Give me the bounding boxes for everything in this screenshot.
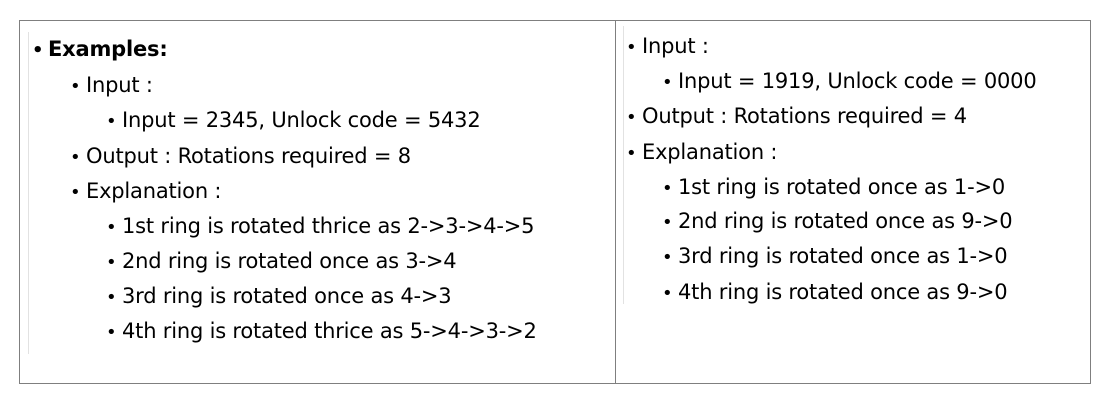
right-explanation-label-row: •Explanation :	[626, 139, 777, 167]
right-step-row: •3rd ring is rotated once as 1->0	[662, 243, 1008, 271]
left-input-detail-row: •Input = 2345, Unlock code = 5432	[106, 107, 481, 135]
right-explanation-label: Explanation :	[642, 140, 778, 164]
left-explanation-label: Explanation :	[86, 179, 222, 203]
right-output: Output : Rotations required = 4	[642, 104, 967, 128]
left-step-3: 3rd ring is rotated once as 4->3	[122, 284, 452, 308]
left-output: Output : Rotations required = 8	[86, 144, 411, 168]
bullet-icon: •	[662, 212, 673, 233]
bullet-icon: •	[106, 287, 117, 308]
bullet-icon: •	[662, 178, 673, 199]
bullet-icon: •	[662, 72, 673, 93]
left-input-detail: Input = 2345, Unlock code = 5432	[122, 108, 481, 132]
bullet-icon: •	[662, 247, 673, 268]
bullet-icon: •	[662, 283, 673, 304]
left-step-row: •1st ring is rotated thrice as 2->3->4->…	[106, 213, 535, 241]
left-output-row: •Output : Rotations required = 8	[70, 143, 411, 171]
bullet-icon: •	[106, 217, 117, 238]
left-explanation-label-row: •Explanation :	[70, 178, 221, 206]
bullet-icon: •	[70, 182, 81, 203]
right-input-label: Input :	[642, 34, 709, 58]
bullet-icon: •	[32, 40, 44, 61]
left-step-1: 1st ring is rotated thrice as 2->3->4->5	[122, 214, 535, 238]
column-divider	[615, 20, 616, 384]
right-step-row: •4th ring is rotated once as 9->0	[662, 279, 1008, 307]
bullet-icon: •	[106, 252, 117, 273]
right-input-detail-row: •Input = 1919, Unlock code = 0000	[662, 68, 1037, 96]
slide-frame	[19, 20, 1091, 384]
left-step-4: 4th ring is rotated thrice as 5->4->3->2	[122, 319, 537, 343]
left-step-row: •2nd ring is rotated once as 3->4	[106, 248, 457, 276]
right-step-2: 2nd ring is rotated once as 9->0	[678, 209, 1013, 233]
left-step-row: •4th ring is rotated thrice as 5->4->3->…	[106, 318, 537, 346]
bullet-icon: •	[626, 107, 637, 128]
right-input-detail: Input = 1919, Unlock code = 0000	[678, 69, 1037, 93]
examples-heading: Examples:	[48, 37, 168, 61]
right-step-row: •1st ring is rotated once as 1->0	[662, 174, 1005, 202]
left-step-row: •3rd ring is rotated once as 4->3	[106, 283, 452, 311]
bullet-icon: •	[106, 322, 117, 343]
right-step-4: 4th ring is rotated once as 9->0	[678, 280, 1008, 304]
left-example-panel	[28, 32, 604, 354]
bullet-icon: •	[106, 111, 117, 132]
bullet-icon: •	[626, 143, 637, 164]
left-input-label: Input :	[86, 73, 153, 97]
left-input-label-row: •Input :	[70, 72, 153, 100]
examples-heading-row: •Examples:	[32, 36, 168, 64]
right-step-row: •2nd ring is rotated once as 9->0	[662, 208, 1013, 236]
right-example-panel	[623, 26, 1089, 304]
bullet-icon: •	[70, 76, 81, 97]
right-step-1: 1st ring is rotated once as 1->0	[678, 175, 1006, 199]
bullet-icon: •	[70, 147, 81, 168]
right-output-row: •Output : Rotations required = 4	[626, 103, 967, 131]
right-step-3: 3rd ring is rotated once as 1->0	[678, 244, 1008, 268]
right-input-label-row: •Input :	[626, 33, 709, 61]
bullet-icon: •	[626, 37, 637, 58]
left-step-2: 2nd ring is rotated once as 3->4	[122, 249, 457, 273]
